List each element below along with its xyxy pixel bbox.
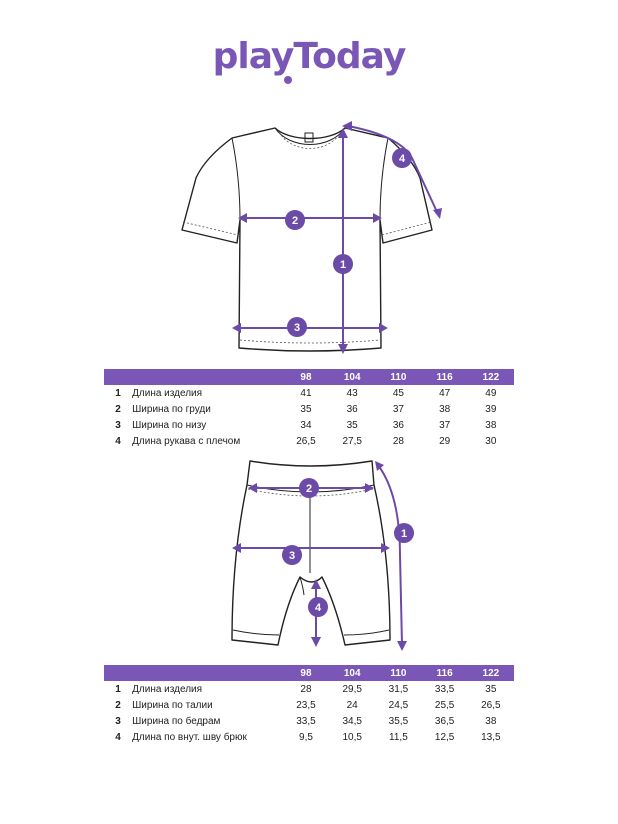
table-row: 2 Ширина по груди 35 36 37 38 39: [115, 403, 497, 415]
shorts-size-table: 98 104 110 116 122 1 Длина изделия 28 29…: [104, 665, 514, 745]
size-header: 122: [482, 371, 500, 383]
size-header: 104: [343, 371, 361, 383]
table-row: 4 Длина по внут. шву брюк 9,5 10,5 11,5 …: [115, 731, 501, 743]
tshirt-label: [304, 132, 314, 143]
tshirt-sketch: 1 2 3 4: [0, 118, 618, 362]
svg-text:2: 2: [292, 215, 298, 227]
table-row: 3 Ширина по низу 34 35 36 37 38: [115, 419, 497, 431]
tshirt-collar: [274, 127, 346, 145]
size-header: 116: [436, 667, 453, 679]
brand-logo-image: playToday: [213, 36, 407, 84]
size-header: 110: [390, 371, 407, 383]
shorts-badge-1: 1: [394, 523, 414, 543]
tshirt-badge-1: 1: [333, 254, 353, 274]
svg-text:3: 3: [289, 550, 295, 562]
size-header: 110: [390, 667, 407, 679]
tshirt-badge-4: 4: [392, 148, 412, 168]
shorts-badge-2: 2: [299, 478, 319, 498]
table-row: 4 Длина рукава с плечом 26,5 27,5 28 29 …: [115, 435, 497, 447]
shorts-outline: [231, 460, 391, 646]
size-header: 98: [300, 667, 312, 679]
tshirt-outline: [181, 127, 433, 352]
table-row: 1 Длина изделия 28 29,5 31,5 33,5 35: [115, 683, 497, 695]
table-row: 2 Ширина по талии 23,5 24 24,5 25,5 26,5: [115, 699, 501, 711]
size-header: 122: [482, 667, 500, 679]
tshirt-badge-3: 3: [287, 317, 307, 337]
svg-text:2: 2: [306, 483, 312, 495]
svg-text:4: 4: [399, 153, 406, 165]
size-header: 116: [436, 371, 453, 383]
brand-logo: playToday: [0, 30, 618, 90]
shorts-badge-4: 4: [308, 597, 328, 617]
table-row: 3 Ширина по бедрам 33,5 34,5 35,5 36,5 3…: [115, 715, 497, 727]
table-row: 1 Длина изделия 41 43 45 47 49: [115, 387, 497, 399]
tshirt-badge-2: 2: [285, 210, 305, 230]
tshirt-size-table: 98 104 110 116 122 1 Длина изделия 41 43…: [104, 369, 514, 449]
brand-logo-text: playToday: [213, 36, 406, 77]
size-header: 98: [300, 371, 312, 383]
svg-text:1: 1: [401, 528, 407, 540]
shorts-badge-3: 3: [282, 545, 302, 565]
svg-text:1: 1: [340, 259, 346, 271]
shorts-size-header: 98 104 110 116 122: [104, 665, 514, 681]
size-header: 104: [343, 667, 361, 679]
shorts-sketch: 1 2 3 4: [0, 455, 618, 655]
shorts-measure-length: [377, 464, 403, 646]
brand-logo-dot: [284, 76, 292, 84]
svg-text:4: 4: [315, 602, 322, 614]
tshirt-size-header: 98 104 110 116 122: [104, 369, 514, 385]
svg-text:3: 3: [294, 322, 300, 334]
